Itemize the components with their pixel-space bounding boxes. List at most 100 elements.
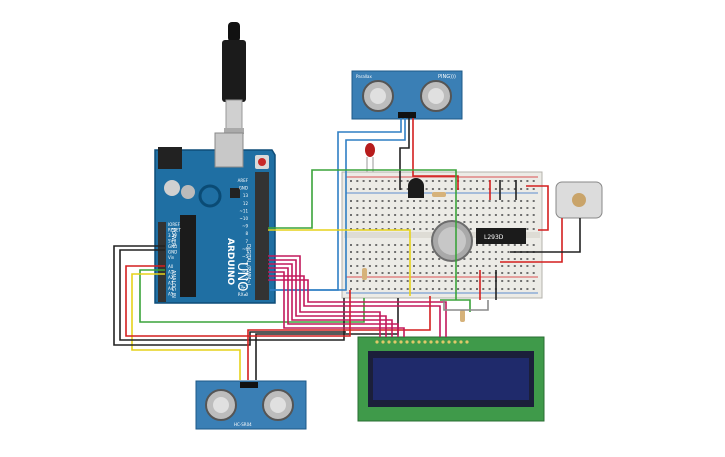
breadboard-hole (450, 280, 453, 282)
breadboard-hole (387, 228, 390, 230)
breadboard-hole (368, 244, 371, 246)
breadboard-hole (482, 280, 485, 282)
breadboard-hole (381, 221, 384, 223)
breadboard-hole (400, 214, 403, 216)
breadboard-hole (375, 228, 378, 230)
breadboard-hole (356, 288, 359, 290)
breadboard-hole (350, 200, 352, 202)
power-pin-label: RESET (168, 228, 181, 233)
breadboard-hole (419, 200, 422, 202)
breadboard-hole (476, 258, 478, 260)
breadboard-hole (406, 188, 409, 190)
power-pin-label: GND (168, 244, 177, 249)
breadboard-hole (425, 180, 428, 182)
breadboard-hole (507, 272, 510, 274)
breadboard-hole (381, 251, 384, 253)
breadboard-hole (526, 265, 529, 267)
breadboard-hole (394, 265, 397, 267)
breadboard-hole (526, 180, 529, 182)
breadboard-hole (494, 221, 497, 223)
breadboard-hole (394, 200, 397, 202)
breadboard-hole (476, 214, 478, 216)
breadboard-hole (520, 280, 523, 282)
breadboard-hole (457, 272, 460, 274)
breadboard-hole (375, 214, 378, 216)
sensor-bottom-name: HC-SR04 (234, 422, 252, 427)
breadboard-hole (507, 214, 510, 216)
breadboard-hole (368, 214, 371, 216)
breadboard-hole (400, 251, 403, 253)
breadboard-hole (513, 258, 516, 260)
breadboard-hole (387, 221, 390, 223)
breadboard-hole (419, 207, 422, 209)
arduino-model: UNO (234, 262, 249, 291)
breadboard-hole (400, 207, 403, 209)
pin-label: 2 (245, 277, 248, 282)
atmega-chip (180, 215, 196, 297)
breadboard-hole (457, 214, 460, 216)
breadboard-hole (494, 207, 497, 209)
breadboard-hole (350, 188, 352, 190)
breadboard-hole (482, 200, 485, 202)
breadboard-hole (356, 214, 359, 216)
breadboard-hole (375, 207, 378, 209)
breadboard-hole (431, 214, 434, 216)
breadboard-hole (406, 221, 409, 223)
breadboard-hole (488, 280, 491, 282)
lcd-display[interactable] (357, 336, 545, 422)
breadboard-hole (482, 288, 485, 290)
breadboard-hole (381, 188, 384, 190)
breadboard-hole (350, 258, 352, 260)
pin-label: TX▸1 (237, 284, 248, 289)
breadboard-hole (381, 200, 384, 202)
arduino-uno-board[interactable]: ARDUINO UNO DIGITAL (PWM~) POWER ANALOG … (154, 132, 276, 304)
breadboard-hole (356, 265, 359, 267)
breadboard-hole (513, 180, 516, 182)
breadboard-hole (469, 272, 472, 274)
breadboard-hole (476, 244, 478, 246)
ultrasonic-sensor-top[interactable]: PING))) Parallax (351, 70, 463, 120)
breadboard-hole (406, 207, 409, 209)
breadboard-hole (394, 272, 397, 274)
breadboard-hole (375, 265, 378, 267)
breadboard-hole (513, 188, 516, 190)
breadboard-hole (356, 280, 359, 282)
breadboard-hole (457, 265, 460, 267)
lcd-pin (411, 340, 415, 344)
reset-button[interactable] (258, 158, 266, 166)
breadboard-hole (482, 251, 485, 253)
breadboard-hole (507, 265, 510, 267)
lcd-pin (399, 340, 403, 344)
breadboard-hole (444, 200, 447, 202)
breadboard-hole (444, 288, 447, 290)
ultrasonic-sensor-bottom[interactable]: HC-SR04 (195, 380, 307, 430)
lcd-pin (405, 340, 409, 344)
breadboard-hole (507, 200, 510, 202)
breadboard-hole (387, 180, 390, 182)
breadboard-hole (444, 214, 447, 216)
breadboard-hole (400, 244, 403, 246)
breadboard-hole (494, 251, 497, 253)
breadboard-hole (419, 288, 422, 290)
breadboard-hole (431, 272, 434, 274)
breadboard-hole (425, 258, 428, 260)
analog-pin-label: A1 (168, 270, 174, 275)
breadboard-hole (463, 207, 466, 209)
breadboard-hole (387, 280, 390, 282)
arduino-logo: ARDUINO (225, 238, 235, 286)
breadboard-hole (463, 188, 466, 190)
breadboard-hole (431, 258, 434, 260)
breadboard-hole (520, 221, 523, 223)
breadboard-hole (513, 288, 516, 290)
breadboard-hole (488, 272, 491, 274)
breadboard-hole (406, 244, 409, 246)
breadboard-hole (419, 244, 422, 246)
breadboard-hole (469, 221, 472, 223)
breadboard-hole (476, 251, 478, 253)
breadboard-hole (419, 258, 422, 260)
breadboard-hole (476, 265, 478, 267)
breadboard-hole (413, 272, 415, 274)
breadboard-hole (520, 200, 523, 202)
breadboard-hole (526, 228, 529, 230)
